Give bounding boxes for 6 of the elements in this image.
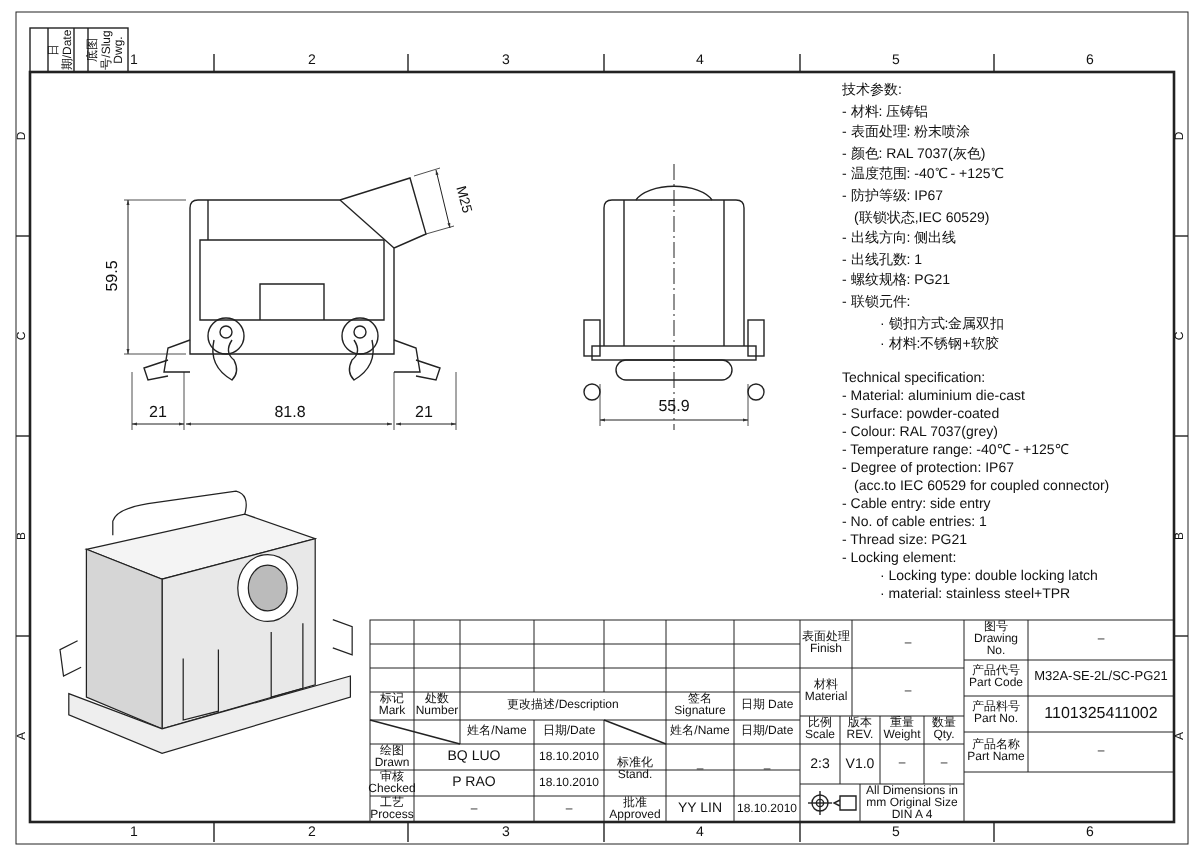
- title-block-text: 1101325411002: [1044, 706, 1158, 722]
- dimension-text: 55.9: [658, 399, 690, 417]
- dimension-text: 21: [149, 405, 167, 423]
- dimension-text: 59.5: [105, 260, 123, 292]
- dimension-text: 21: [415, 405, 433, 423]
- dimension-text: 81.8: [274, 405, 306, 423]
